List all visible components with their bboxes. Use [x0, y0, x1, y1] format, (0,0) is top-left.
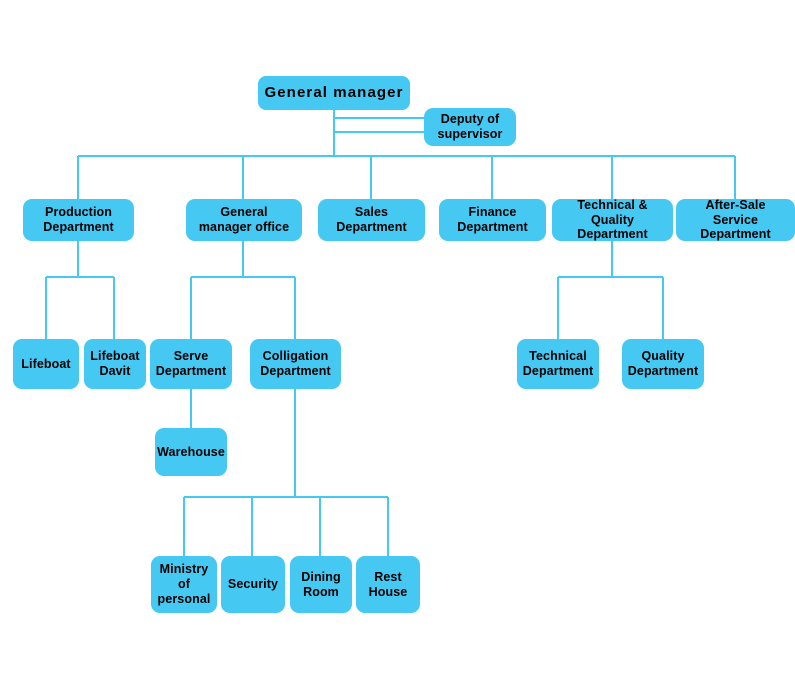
node-finance-department[interactable]: Finance Department	[439, 199, 546, 241]
node-lifeboat-davit[interactable]: Lifeboat Davit	[84, 339, 146, 389]
node-serve-department[interactable]: Serve Department	[150, 339, 232, 389]
node-general-manager[interactable]: General manager	[258, 76, 410, 110]
node-technical-quality-department[interactable]: Technical & Quality Department	[552, 198, 673, 241]
node-after-sale-service-department[interactable]: After-Sale Service Department	[676, 198, 795, 241]
node-deputy-of-supervisor[interactable]: Deputy of supervisor	[424, 108, 516, 146]
node-lifeboat[interactable]: Lifeboat	[13, 339, 79, 389]
node-quality-department[interactable]: Quality Department	[622, 339, 704, 389]
node-dining-room[interactable]: Dining Room	[290, 556, 352, 613]
node-general-manager-office[interactable]: General manager office	[186, 199, 302, 241]
node-technical-department[interactable]: Technical Department	[517, 339, 599, 389]
node-security[interactable]: Security	[221, 556, 285, 613]
node-warehouse[interactable]: Warehouse	[155, 428, 227, 476]
node-production-department[interactable]: Production Department	[23, 199, 134, 241]
node-sales-department[interactable]: Sales Department	[318, 199, 425, 241]
node-rest-house[interactable]: Rest House	[356, 556, 420, 613]
node-colligation-department[interactable]: Colligation Department	[250, 339, 341, 389]
node-ministry-of-personal[interactable]: Ministry of personal	[151, 556, 217, 613]
